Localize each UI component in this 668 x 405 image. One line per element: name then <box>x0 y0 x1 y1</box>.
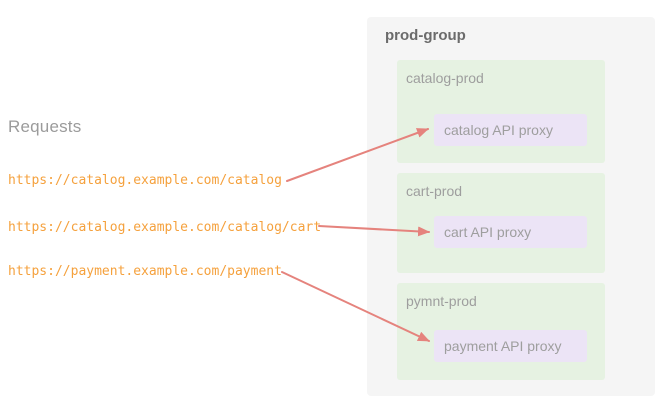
proxy-label: cart API proxy <box>444 224 532 240</box>
environment-label: catalog-prod <box>406 70 484 86</box>
prod-group-box: prod-group catalog-prod catalog API prox… <box>367 17 655 396</box>
proxy-box-catalog: catalog API proxy <box>434 114 587 146</box>
environment-box-pymnt-prod: pymnt-prod payment API proxy <box>397 283 605 380</box>
environment-box-cart-prod: cart-prod cart API proxy <box>397 173 605 273</box>
proxy-box-cart: cart API proxy <box>434 216 587 248</box>
environment-box-catalog-prod: catalog-prod catalog API proxy <box>397 60 605 163</box>
environment-label: pymnt-prod <box>406 293 477 309</box>
request-url-catalog-cart: https://catalog.example.com/catalog/cart <box>8 220 322 235</box>
request-url-payment: https://payment.example.com/payment <box>8 264 282 279</box>
proxy-label: catalog API proxy <box>444 122 553 138</box>
proxy-box-payment: payment API proxy <box>434 330 587 362</box>
environment-label: cart-prod <box>406 183 463 199</box>
prod-group-title: prod-group <box>385 27 466 44</box>
request-url-catalog: https://catalog.example.com/catalog <box>8 173 282 188</box>
proxy-label: payment API proxy <box>444 338 562 354</box>
requests-heading: Requests <box>8 117 82 136</box>
